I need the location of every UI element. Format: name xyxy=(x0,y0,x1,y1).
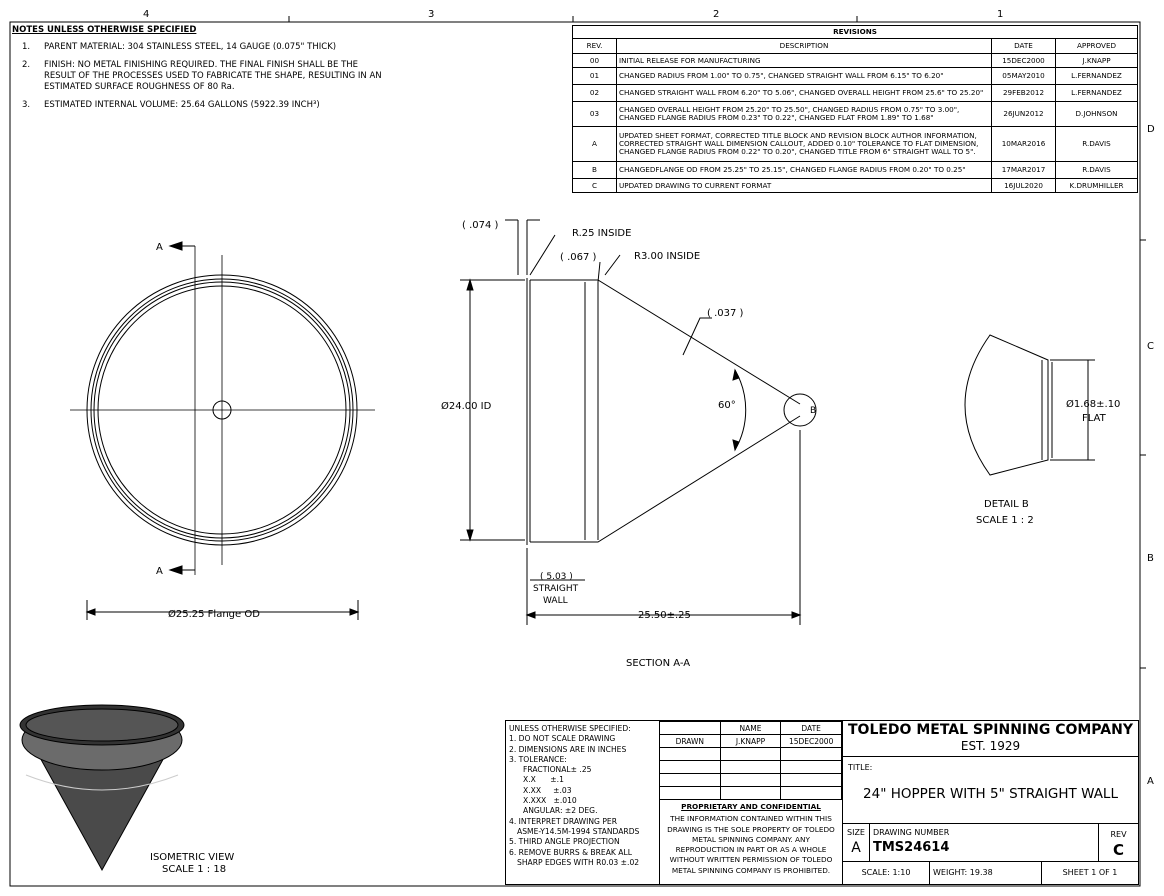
thickness-067: ( .067 ) xyxy=(560,252,597,263)
zone-2: 2 xyxy=(713,9,719,20)
note-text: PARENT MATERIAL: 304 STAINLESS STEEL, 14… xyxy=(44,42,337,52)
zone-c: C xyxy=(1147,341,1154,352)
note-number: 1. xyxy=(22,42,31,52)
detail-b-callout: B xyxy=(810,406,816,416)
drawing-border xyxy=(9,21,1141,887)
notes-heading: NOTES UNLESS OTHERWISE SPECIFIED xyxy=(12,25,197,35)
note-item: 3. ESTIMATED INTERNAL VOLUME: 25.64 GALLO… xyxy=(22,100,382,111)
drawing-title: 24" HOPPER WITH 5" STRAIGHT WALL xyxy=(863,786,1118,802)
straight-wall-label-2: WALL xyxy=(543,596,568,606)
straight-wall-dim: ( 5.03 ) xyxy=(540,572,573,582)
zone-d: D xyxy=(1147,124,1155,135)
radius-3-dim: R3.00 INSIDE xyxy=(634,251,700,262)
rev-label: REV xyxy=(1110,830,1127,839)
section-view xyxy=(460,219,817,625)
tolerance-spec: UNLESS OTHERWISE SPECIFIED:1. DO NOT SCA… xyxy=(509,724,640,867)
straight-wall-label-1: STRAIGHT xyxy=(533,584,579,594)
zone-b: B xyxy=(1147,553,1154,564)
rev-value: C xyxy=(1112,841,1124,859)
iso-label: ISOMETRIC VIEW xyxy=(150,852,234,863)
revisions-title: REVISIONS xyxy=(572,25,1138,39)
col-header: DESCRIPTION xyxy=(616,38,992,54)
note-number: 3. xyxy=(22,100,31,110)
note-text: ESTIMATED INTERNAL VOLUME: 25.64 GALLONS… xyxy=(44,100,320,110)
detail-b-view xyxy=(964,334,1095,476)
sheet-number: SHEET 1 OF 1 xyxy=(1062,868,1118,877)
col-header: REV. xyxy=(572,38,617,54)
note-number: 2. xyxy=(22,60,31,70)
overall-height-dim: 25.50±.25 xyxy=(638,610,691,621)
inside-diameter-dim: Ø24.00 ID xyxy=(441,400,492,412)
drawing-number: TMS24614 xyxy=(873,840,950,855)
iso-scale: SCALE 1 : 18 xyxy=(162,864,226,875)
company-est: EST. 1929 xyxy=(960,739,1021,753)
section-label: SECTION A-A xyxy=(626,658,690,669)
col-header: APPROVED xyxy=(1055,38,1138,54)
drawing-number-label: DRAWING NUMBER xyxy=(873,828,950,837)
angle-dim: 60° xyxy=(718,400,736,411)
radius-inside-dim: R.25 INSIDE xyxy=(572,228,631,239)
zone-4: 4 xyxy=(143,9,149,20)
thickness-037: ( .037 ) xyxy=(707,308,744,319)
thickness-074: ( .074 ) xyxy=(462,220,499,231)
size-label: SIZE xyxy=(847,828,865,837)
isometric-view xyxy=(19,704,185,872)
sheet-size: A xyxy=(851,840,861,856)
zone-3: 3 xyxy=(428,9,434,20)
title-label: TITLE: xyxy=(848,763,873,772)
note-text: FINISH: NO METAL FINISHING REQUIRED. THE… xyxy=(44,60,382,92)
note-item: 1. PARENT MATERIAL: 304 STAINLESS STEEL, … xyxy=(22,42,382,53)
scale-value: SCALE: 1:10 xyxy=(843,862,930,884)
note-item: 2. FINISH: NO METAL FINISHING REQUIRED. T… xyxy=(22,60,382,93)
section-mark-top: A xyxy=(156,242,163,253)
flat-dim: Ø1.68±.10 xyxy=(1066,398,1120,410)
title-block: UNLESS OTHERWISE SPECIFIED:1. DO NOT SCA… xyxy=(505,720,1139,885)
general-notes: NOTES UNLESS OTHERWISE SPECIFIED 1. PAREN… xyxy=(12,25,382,118)
flange-od-dim: Ø25.25 Flange OD xyxy=(168,608,260,620)
section-mark-bottom: A xyxy=(156,566,163,577)
front-view xyxy=(70,245,375,620)
flat-label: FLAT xyxy=(1082,413,1107,424)
detail-b-scale: SCALE 1 : 2 xyxy=(976,515,1034,526)
detail-b-label: DETAIL B xyxy=(984,499,1029,510)
zone-1: 1 xyxy=(997,9,1003,20)
company-name: TOLEDO METAL SPINNING COMPANY xyxy=(848,722,1133,738)
col-header: DATE xyxy=(991,38,1056,54)
proprietary-notice: PROPRIETARY AND CONFIDENTIAL THE INFORMA… xyxy=(667,802,835,875)
weight-value: WEIGHT: 19.38 xyxy=(930,862,1042,884)
zone-a: A xyxy=(1147,776,1154,787)
